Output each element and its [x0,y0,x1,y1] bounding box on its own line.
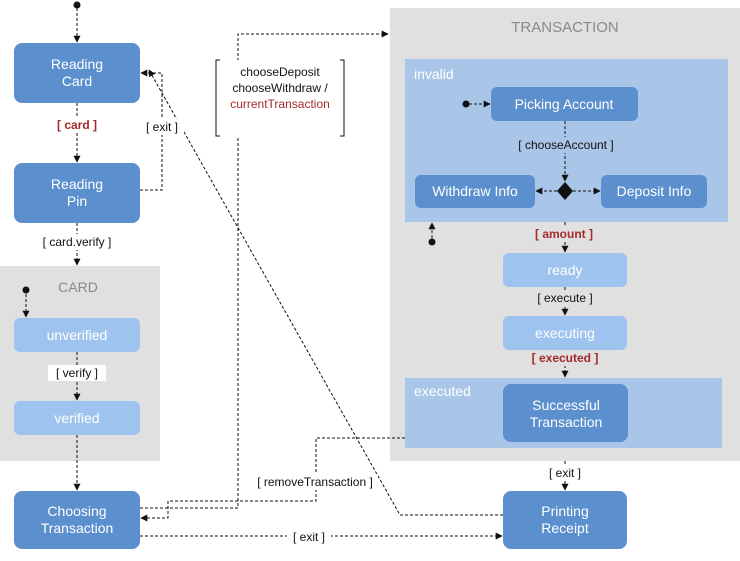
label-choose-withdraw: chooseWithdraw / [232,81,328,95]
reading-pin-line1: Reading [51,176,103,192]
ready-label: ready [547,262,582,278]
initial-card [22,286,30,294]
printing-receipt-line1: Printing [541,503,588,519]
unverified-label: unverified [47,327,108,343]
label-exit-pin: [ exit ] [146,120,178,134]
state-picking-account[interactable]: Picking Account [491,87,638,121]
printing-receipt-line2: Receipt [541,520,589,536]
verified-label: verified [54,410,99,426]
label-bracket-right [340,59,345,137]
state-executing[interactable]: executing [503,316,627,350]
edge-receipt-to-reading-card [148,69,503,516]
card-composite-title: CARD [58,279,98,295]
label-current-transaction: currentTransaction [230,97,330,111]
executing-label: executing [535,325,595,341]
state-successful-transaction[interactable]: Successful Transaction [503,384,628,442]
label-remove-transaction: [ removeTransaction ] [257,475,373,489]
label-executed-guard: [ executed ] [532,351,599,365]
choosing-transaction-line2: Transaction [41,520,114,536]
state-deposit-info[interactable]: Deposit Info [601,175,707,208]
state-verified[interactable]: verified [14,401,140,435]
choice-diamond [557,182,573,200]
label-choose-account: [ chooseAccount ] [518,138,613,152]
initial-transaction [428,238,436,246]
reading-card-line1: Reading [51,56,103,72]
picking-account-label: Picking Account [515,96,614,112]
label-choose-deposit: chooseDeposit [240,65,320,79]
invalid-region-title: invalid [414,66,454,82]
deposit-info-label: Deposit Info [617,183,692,199]
label-exit-bottom: [ exit ] [293,530,325,544]
label-guard-card: [ card ] [57,118,97,132]
state-unverified[interactable]: unverified [14,318,140,352]
withdraw-info-label: Withdraw Info [432,183,518,199]
label-amount: [ amount ] [535,227,593,241]
initial-invalid [462,100,470,108]
label-exit-transaction: [ exit ] [549,466,581,480]
executed-region-title: executed [414,383,471,399]
edge-remove-transaction [140,437,405,522]
successful-transaction-line1: Successful [532,397,600,413]
state-withdraw-info[interactable]: Withdraw Info [415,175,535,208]
initial-main [73,1,81,9]
successful-transaction-line2: Transaction [530,414,603,430]
state-ready[interactable]: ready [503,253,627,287]
state-printing-receipt[interactable]: Printing Receipt [503,491,627,549]
edge-choosing-to-transaction [140,30,389,509]
reading-pin-line2: Pin [67,193,87,209]
reading-card-line2: Card [62,73,92,89]
label-card-verify: [ card.verify ] [43,235,112,249]
state-reading-pin[interactable]: Reading Pin [14,163,140,223]
label-execute: [ execute ] [537,291,592,305]
label-bracket-left [215,59,220,137]
state-reading-card[interactable]: Reading Card [14,43,140,103]
transaction-composite-title: TRANSACTION [511,19,619,36]
choosing-transaction-line1: Choosing [47,503,106,519]
state-choosing-transaction[interactable]: Choosing Transaction [14,491,140,549]
label-verify: [ verify ] [56,366,98,380]
